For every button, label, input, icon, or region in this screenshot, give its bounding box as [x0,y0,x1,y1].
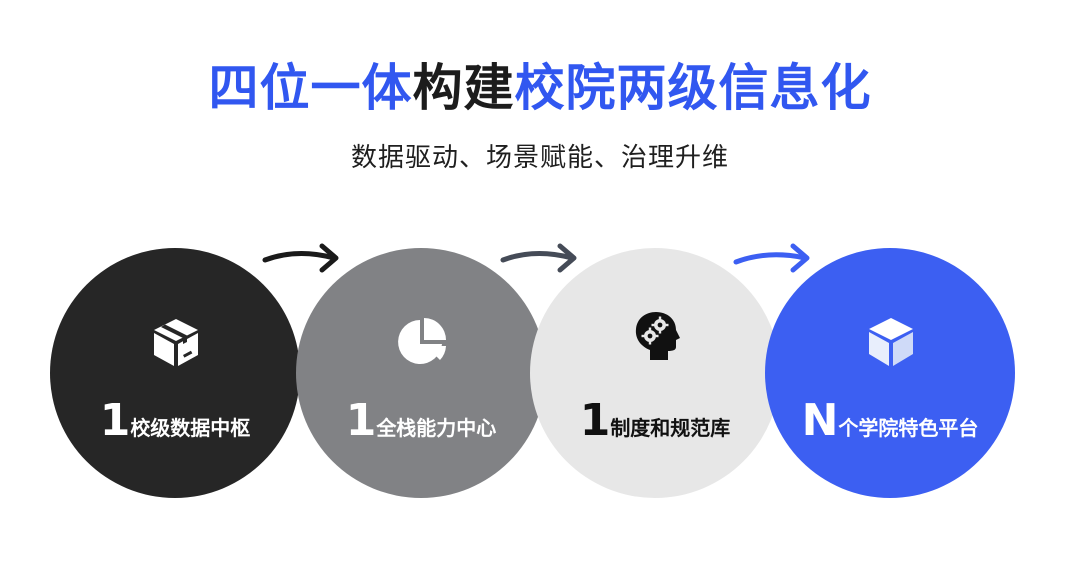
step-circle-3: 1制度和规范库 [530,248,780,498]
step-label-2: 1全栈能力中心 [296,396,546,455]
step-number: 1 [579,395,611,446]
head-gears-icon [635,312,680,360]
step-label-3: 1制度和规范库 [530,396,780,455]
page-title: 四位一体构建校院两级信息化 [0,56,1080,120]
step-circle-1: 1校级数据中枢 [50,248,300,498]
step-circle-4: N个学院特色平台 [765,248,1015,498]
step-label-4: N个学院特色平台 [765,396,1015,455]
arrow-icon-3 [733,243,810,273]
step-circle-2: 1全栈能力中心 [296,248,546,498]
step-text: 全栈能力中心 [376,416,497,440]
cube-icon [869,318,913,366]
title-highlight-1: 四位一体 [208,59,413,117]
step-text: 制度和规范库 [610,416,731,440]
page-subtitle: 数据驱动、场景赋能、治理升维 [350,143,729,173]
step-text: 个学院特色平台 [838,416,979,440]
step-number: 1 [99,395,131,446]
pie-chart-icon [398,318,446,364]
step-label-1: 1校级数据中枢 [50,396,300,455]
step-number: 1 [345,395,377,446]
step-number: N [801,395,839,446]
arrow-icon-2 [500,243,577,273]
box-icon [154,319,198,366]
step-text: 校级数据中枢 [130,416,251,440]
arrow-icon-1 [262,243,339,273]
title-highlight-2: 校院两级信息化 [514,59,872,117]
title-connector: 构建 [412,59,515,117]
